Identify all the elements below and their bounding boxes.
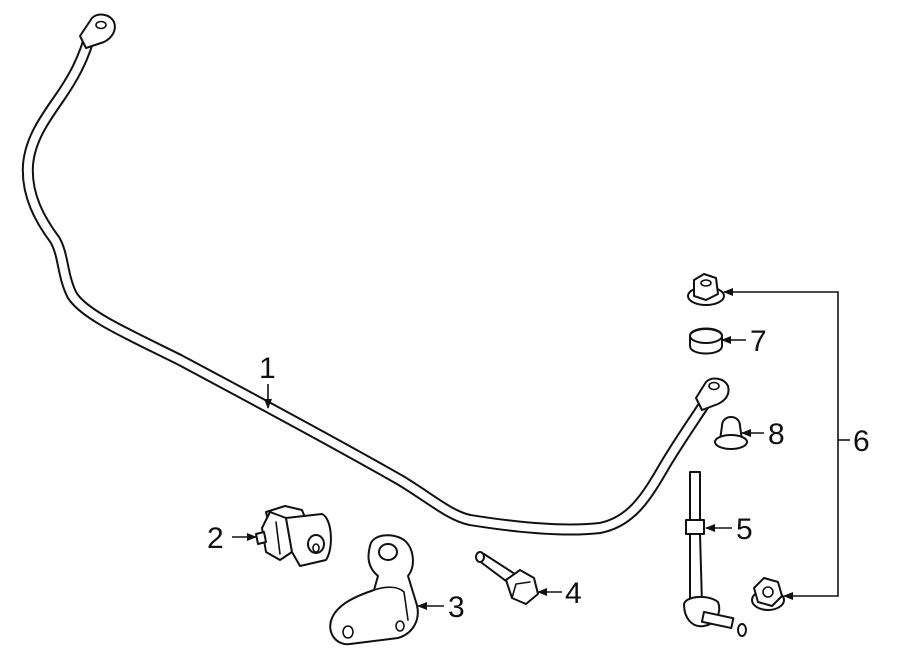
callout-2: 2 <box>207 522 224 555</box>
flange-nut-bottom <box>751 577 785 611</box>
flange-nut-top <box>687 273 725 306</box>
callout-8: 8 <box>768 418 785 451</box>
bolt <box>475 551 539 605</box>
stabilizer-bar <box>21 13 730 536</box>
callout-6: 6 <box>853 425 870 458</box>
grommet <box>714 416 748 450</box>
stabilizer-link <box>683 471 747 637</box>
bushing <box>255 505 332 567</box>
callout-7: 7 <box>750 325 767 358</box>
leader-lines <box>232 288 850 610</box>
insulator-washer <box>689 327 723 355</box>
bracket <box>329 534 419 646</box>
callout-1: 1 <box>259 352 276 385</box>
callout-5: 5 <box>736 513 753 546</box>
callout-3: 3 <box>448 591 465 624</box>
callout-4: 4 <box>565 577 582 610</box>
